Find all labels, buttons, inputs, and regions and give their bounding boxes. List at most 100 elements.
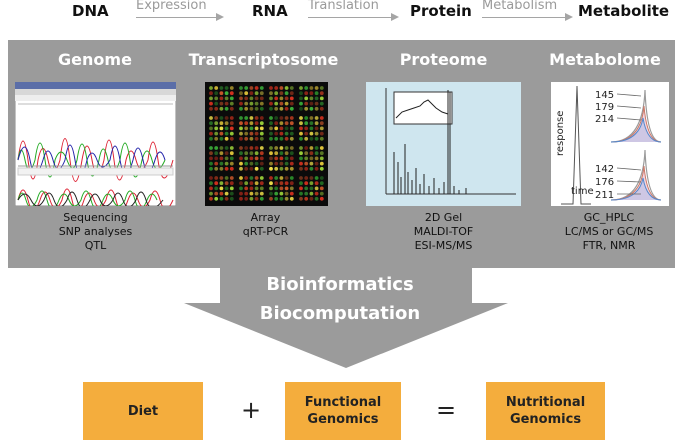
array-spot [319, 96, 324, 101]
array-spot [284, 161, 289, 166]
array-spot [299, 181, 303, 186]
peak-label-upper-2: 179 [595, 102, 614, 113]
array-spot [254, 96, 259, 101]
array-spot [279, 156, 284, 161]
plus-operator: + [241, 396, 262, 424]
array-spot [279, 166, 284, 171]
array-spot [304, 151, 309, 156]
array-spot [309, 131, 314, 136]
array-spot [244, 101, 249, 106]
array-spot [249, 91, 254, 96]
array-spot [319, 106, 324, 111]
array-spot [289, 181, 294, 186]
array-spot [269, 146, 273, 150]
array-spot [249, 181, 254, 186]
array-spot [289, 156, 294, 161]
array-spot [244, 161, 249, 166]
array-spot [319, 166, 324, 171]
array-spot [259, 186, 264, 191]
array-spot [309, 126, 314, 131]
array-spot [319, 161, 324, 166]
array-spot [244, 146, 249, 150]
array-spot [249, 146, 254, 150]
array-spot [284, 101, 289, 106]
array-spot [209, 176, 213, 180]
array-spot [289, 151, 294, 156]
peak-label-upper-3: 214 [595, 114, 614, 125]
array-spot [289, 186, 294, 191]
technique-item: GC_HPLC [583, 211, 635, 224]
array-spot [304, 131, 309, 136]
array-spot [239, 176, 243, 180]
array-spot [314, 196, 319, 201]
array-spot [299, 161, 303, 166]
array-spot [249, 151, 254, 156]
array-spot [244, 121, 249, 126]
array-spot [224, 116, 229, 120]
array-spot [274, 91, 279, 96]
array-spot [249, 161, 254, 166]
array-spot [219, 146, 224, 150]
array-spot [249, 96, 254, 101]
array-spot [239, 191, 243, 196]
transcriptome-techniques: Array qRT-PCR [188, 211, 343, 239]
array-spot [284, 131, 289, 136]
array-spot [259, 86, 264, 90]
array-spot [219, 96, 224, 101]
array-spot [224, 96, 229, 101]
array-spot [274, 191, 279, 196]
array-spot [309, 161, 314, 166]
array-spot [224, 86, 229, 90]
technique-item: LC/MS or GC/MS [564, 225, 654, 238]
flow-term-protein: Protein [410, 2, 472, 20]
array-spot [319, 116, 324, 120]
array-spot [269, 86, 273, 90]
axis-label-response: response [555, 111, 566, 156]
array-spot [229, 161, 234, 166]
array-spot [239, 106, 243, 111]
array-spot [259, 181, 264, 186]
array-spot [244, 116, 249, 120]
array-spot [319, 196, 324, 201]
array-spot [229, 126, 234, 131]
array-spot [249, 166, 254, 171]
array-spot [219, 176, 224, 180]
array-spot [259, 116, 264, 120]
array-spot [229, 116, 234, 120]
genome-techniques: Sequencing SNP analyses QTL [15, 211, 176, 253]
flow-arrow-1 [136, 17, 216, 18]
array-spot [289, 91, 294, 96]
flow-arrow-2 [308, 17, 391, 18]
array-spot [214, 106, 219, 111]
array-spot [244, 106, 249, 111]
array-spot [299, 106, 303, 111]
array-spot [289, 191, 294, 196]
array-spot [269, 166, 273, 171]
peak-lower-gray [610, 149, 662, 201]
array-spot [254, 156, 259, 161]
array-spot [254, 136, 259, 141]
array-spot [319, 121, 324, 126]
array-spot [269, 121, 273, 126]
array-spot [279, 131, 284, 136]
array-spot [289, 116, 294, 120]
array-spot [274, 126, 279, 131]
array-spot [209, 146, 213, 150]
functional-genomics-line-1: Functional [304, 395, 382, 410]
array-spot [274, 181, 279, 186]
array-spot [274, 161, 279, 166]
array-spot [289, 176, 294, 180]
array-spot [239, 131, 243, 136]
array-spot [279, 186, 284, 191]
flow-term-metabolite: Metabolite [578, 2, 670, 20]
array-spot [244, 181, 249, 186]
array-spot [259, 136, 264, 141]
array-spot [259, 166, 264, 171]
array-spot [279, 191, 284, 196]
array-spot [224, 191, 229, 196]
array-spot [254, 186, 259, 191]
array-spot [269, 196, 273, 201]
array-spot [314, 86, 319, 90]
array-spot [244, 176, 249, 180]
